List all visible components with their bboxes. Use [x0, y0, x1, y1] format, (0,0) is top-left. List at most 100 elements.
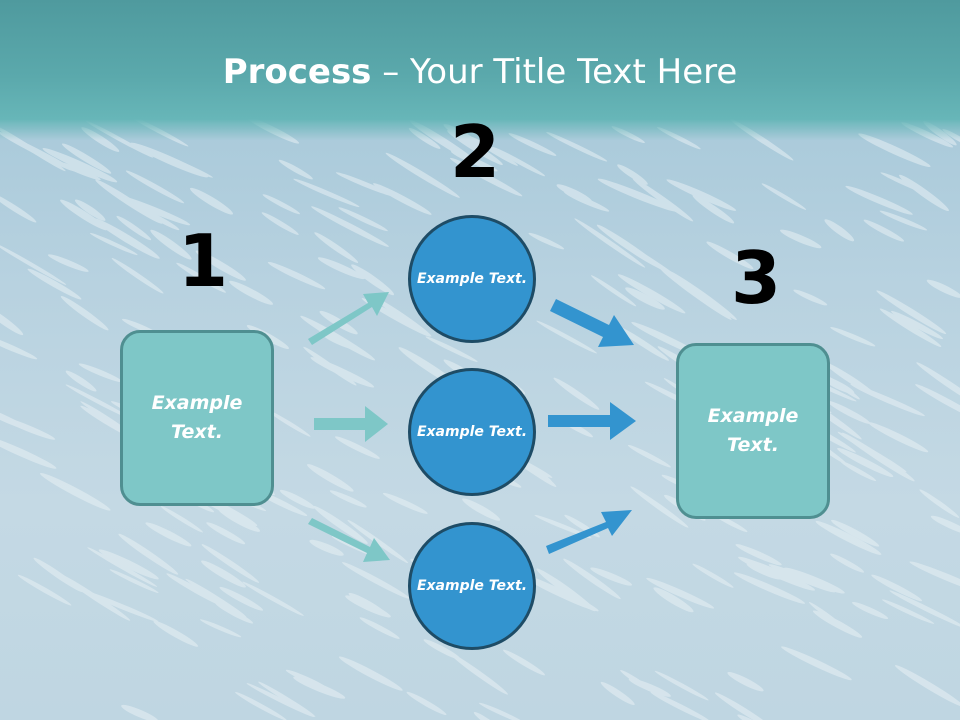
fish-shape — [761, 183, 807, 210]
fish-shape — [60, 199, 108, 231]
fish-shape — [185, 578, 247, 618]
right-box[interactable]: Example Text. — [676, 343, 830, 519]
fish-shape — [117, 195, 191, 226]
fish-shape — [145, 522, 192, 547]
fish-shape — [600, 681, 635, 706]
fish-shape — [235, 691, 287, 720]
fish-shape — [627, 444, 671, 468]
fish-shape — [303, 346, 357, 386]
fish-shape — [342, 562, 410, 599]
fish-shape — [479, 702, 526, 720]
fish-shape — [462, 498, 501, 521]
fish-shape — [121, 704, 159, 720]
fish-shape — [335, 172, 395, 197]
fish-shape — [837, 447, 894, 478]
fish-shape — [590, 567, 633, 586]
fish-shape — [279, 489, 315, 509]
fish-shape — [218, 508, 261, 532]
fish-shape — [0, 131, 75, 172]
fish-shape — [309, 539, 344, 556]
fish-shape — [815, 520, 882, 555]
circle-top-label: Example Text. — [416, 270, 528, 287]
fish-shape — [879, 308, 942, 347]
fish-shape — [574, 218, 646, 268]
fish-shape — [899, 174, 949, 212]
fish-shape — [781, 646, 852, 681]
fish-shape — [882, 599, 935, 624]
fish-shape — [338, 656, 403, 691]
left-box[interactable]: Example Text. — [120, 330, 274, 506]
fish-shape — [258, 681, 316, 717]
fish-shape — [616, 325, 670, 361]
fish-shape — [373, 296, 432, 337]
fish-shape — [733, 572, 806, 604]
circle-bottom-label: Example Text. — [416, 577, 528, 594]
fish-shape — [650, 691, 711, 720]
fish-shape — [830, 327, 876, 347]
fish-shape — [692, 194, 735, 224]
fish-shape — [0, 435, 57, 469]
circle-middle-label: Example Text. — [416, 423, 528, 440]
fish-shape — [879, 210, 928, 231]
fish-shape — [654, 670, 709, 701]
fish-shape — [93, 218, 160, 259]
fish-shape — [0, 332, 38, 360]
fish-shape — [738, 556, 816, 591]
fish-shape — [926, 279, 960, 298]
fish-shape — [373, 183, 432, 215]
circle-bottom[interactable]: Example Text. — [408, 522, 536, 650]
fish-shape — [858, 133, 931, 168]
fish-shape — [229, 280, 274, 305]
fish-shape — [74, 199, 106, 221]
fish-shape — [840, 461, 877, 482]
fish-shape — [0, 242, 67, 285]
fish-shape — [617, 274, 686, 314]
fish-shape — [423, 639, 461, 660]
fish-shape — [915, 384, 960, 424]
fish-shape — [87, 547, 158, 587]
fish-shape — [267, 261, 326, 290]
right-box-label: Example Text. — [707, 405, 799, 456]
fish-shape — [830, 553, 865, 573]
fish-shape — [89, 232, 138, 256]
fish-shape — [617, 164, 648, 185]
fish-shape — [359, 617, 400, 639]
fish-shape — [176, 262, 226, 293]
fish-shape — [845, 185, 913, 215]
fish-shape — [868, 422, 929, 453]
fish-shape — [47, 254, 89, 272]
fish-shape — [300, 315, 376, 361]
fish-shape — [793, 289, 828, 306]
fish-shape — [351, 264, 395, 296]
fish-shape — [160, 506, 203, 533]
fish-shape — [40, 472, 111, 511]
fish-shape — [293, 178, 360, 208]
fish-shape — [307, 464, 354, 492]
fish-shape — [660, 268, 732, 320]
fish-shape — [628, 678, 671, 697]
circle-middle[interactable]: Example Text. — [408, 368, 536, 496]
fish-shape — [850, 383, 925, 417]
fish-shape — [278, 159, 313, 180]
fish-shape — [60, 574, 131, 621]
fish-shape — [246, 683, 315, 718]
fish-shape — [313, 505, 368, 544]
fish-shape — [111, 258, 164, 294]
fish-shape — [625, 287, 665, 310]
fish-shape — [692, 563, 734, 588]
fish-shape — [262, 194, 301, 215]
teal-arrow-down — [308, 518, 390, 562]
fish-shape — [215, 602, 254, 624]
fish-shape — [266, 409, 311, 437]
fish-shape — [17, 574, 72, 606]
fish-shape — [837, 431, 907, 473]
fish-shape — [78, 363, 123, 383]
fish-shape — [109, 569, 159, 593]
fish-shape — [329, 490, 367, 508]
fish-shape — [492, 147, 546, 177]
circle-top[interactable]: Example Text. — [408, 215, 536, 343]
fish-shape — [334, 436, 380, 459]
fish-shape — [201, 544, 260, 583]
